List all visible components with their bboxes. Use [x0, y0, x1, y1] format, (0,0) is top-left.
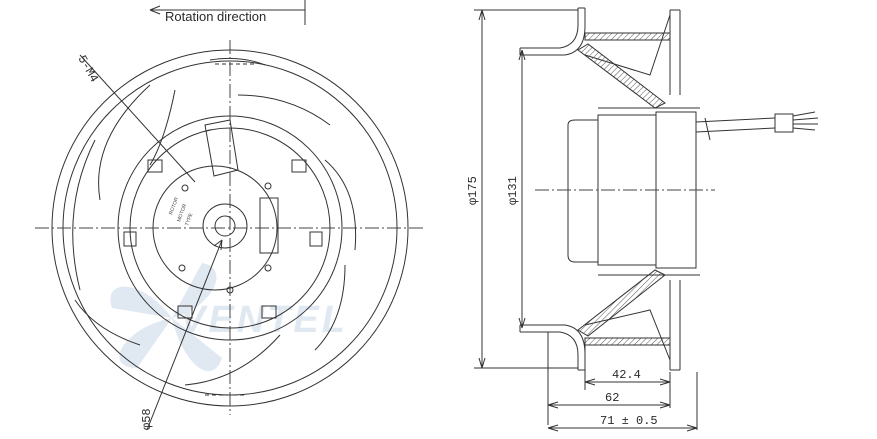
shaft-bore: [202, 203, 248, 249]
mounting-clips: [123, 159, 323, 319]
hub-dim-label: φ58: [140, 408, 154, 430]
shaft-center: [214, 215, 236, 237]
dim-inner: [518, 49, 526, 329]
bolt-holes: [178, 182, 272, 294]
cable-entry: [204, 119, 239, 177]
shroud-section: [577, 32, 671, 346]
rotation-direction-arrow: [149, 0, 306, 25]
centerlines: [35, 40, 425, 415]
dim-depth-lines: [547, 332, 698, 432]
dim-depth-1-label: 42.4: [612, 368, 641, 382]
impeller-profile: [519, 7, 586, 371]
hub-dim-leader: [146, 239, 223, 431]
side-view: φ175 φ131 42.4 62 71 ± 0.5: [466, 7, 819, 432]
svg-text:ROTOR: ROTOR: [168, 196, 180, 215]
svg-text:TYPE: TYPE: [184, 212, 194, 227]
thread-leader: [79, 54, 196, 183]
watermark-fan-icon: [110, 263, 222, 372]
thread-label: 5-M4: [75, 53, 102, 85]
rotation-direction-label: Rotation direction: [165, 9, 266, 24]
dim-inner-label: φ131: [506, 176, 520, 205]
cable: [695, 111, 819, 141]
label-slot: [259, 197, 279, 254]
motor-label-text: ROTOR MOTOR TYPE: [168, 196, 194, 226]
dim-outer-label: φ175: [466, 176, 480, 205]
dim-depth-3-label: 71 ± 0.5: [600, 414, 658, 428]
dim-depth-2-label: 62: [605, 391, 619, 405]
impeller-blades: [72, 57, 357, 386]
watermark: VENTEL: [110, 263, 345, 372]
dim-outer: [474, 9, 578, 369]
front-view: Rotation direction: [35, 0, 425, 431]
motor-body: [567, 107, 700, 276]
